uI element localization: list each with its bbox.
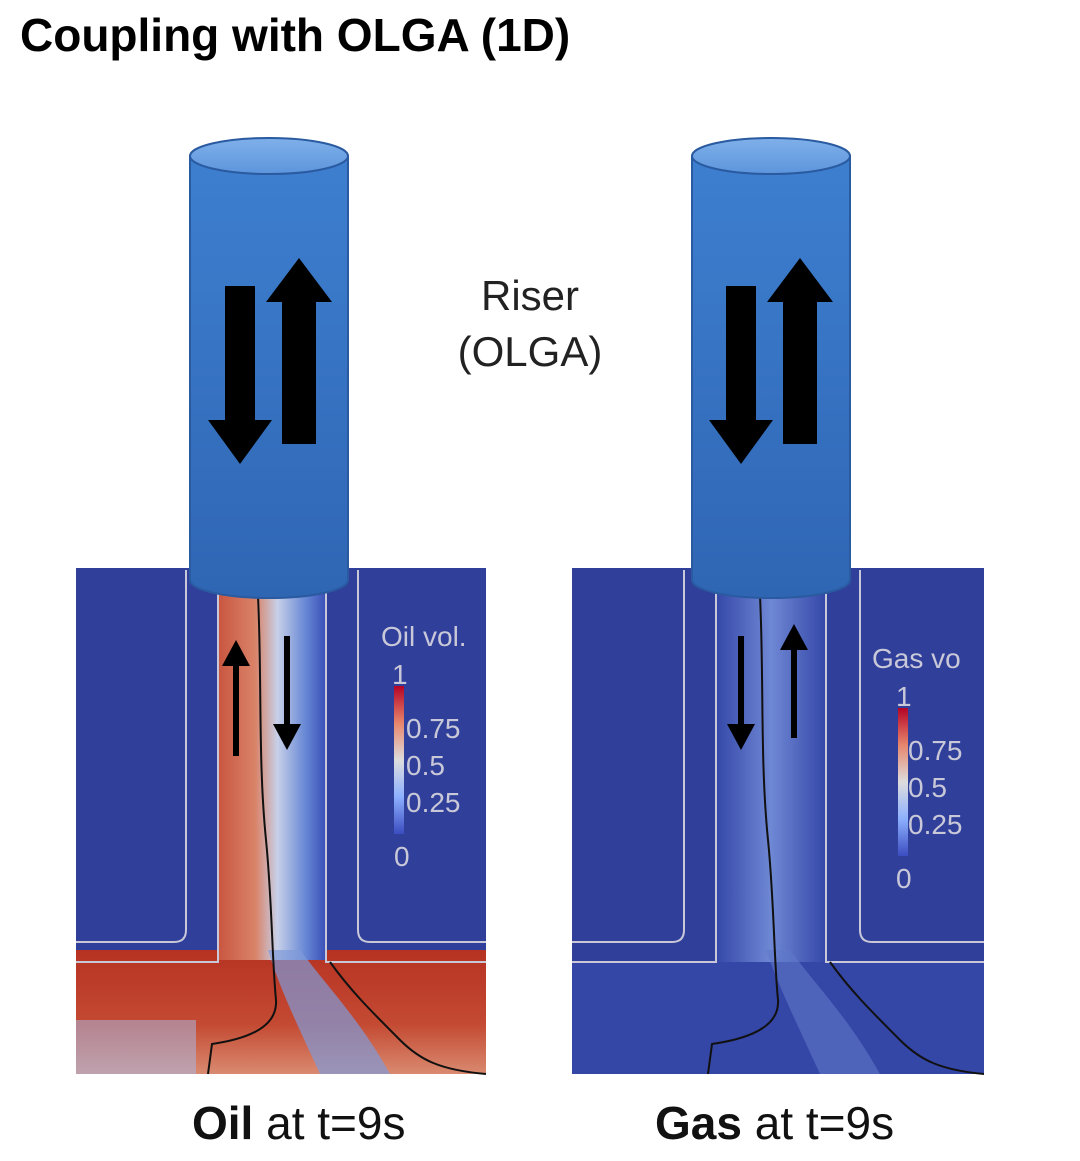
gas-legend-tick: 0.75 [908,735,963,766]
gas-legend-title: Gas vo [872,643,961,674]
oil-legend-tick: 1 [392,659,408,690]
oil-caption-bold: Oil [192,1097,254,1149]
gas-down-arrow [727,636,755,750]
gas-up-arrow [780,624,808,738]
gas-legend-tick: 1 [896,681,912,712]
oil-interface-line [207,595,278,1075]
riser-label-line2: (OLGA) [457,328,603,375]
oil-legend: Oil vol. 1 0.75 0.5 0.25 0 [381,621,467,872]
gas-interface-line [707,595,780,1075]
riser-label: Riser (OLGA) [445,268,615,380]
oil-caption: Oil at t=9s [192,1096,406,1150]
gas-caption: Gas at t=9s [655,1096,894,1150]
slide-title: Coupling with OLGA (1D) [20,9,571,61]
gas-panel: Gas vo 1 0.75 0.5 0.25 0 [572,137,985,1075]
gas-legend-colorbar [898,708,908,856]
riser-down-arrow [709,286,773,464]
oil-legend-tick: 0.5 [406,750,445,781]
riser-up-arrow [266,258,332,444]
riser-up-arrow [767,258,833,444]
gas-legend-tick: 0.25 [908,809,963,840]
gas-vertical-pipe [716,590,826,962]
gas-legend: Gas vo 1 0.75 0.5 0.25 0 [872,643,963,894]
oil-up-arrow [222,640,250,756]
oil-legend-colorbar [394,686,404,834]
oil-panel: Oil vol. 1 0.75 0.5 0.25 0 [76,137,487,1075]
oil-legend-tick: 0.25 [406,787,461,818]
gas-riser-cylinder [691,137,851,599]
riser-down-arrow [208,286,272,464]
gas-caption-rest: at t=9s [741,1097,895,1149]
oil-legend-tick: 0.75 [406,713,461,744]
oil-caption-rest: at t=9s [253,1097,406,1149]
gas-legend-tick: 0 [896,863,912,894]
oil-down-arrow [273,636,301,750]
gas-legend-tick: 0.5 [908,772,947,803]
gas-caption-bold: Gas [655,1097,742,1149]
riser-label-line1: Riser [480,272,579,319]
oil-riser-cylinder [189,137,349,599]
oil-legend-title: Oil vol. [381,621,467,652]
oil-legend-tick: 0 [394,841,410,872]
